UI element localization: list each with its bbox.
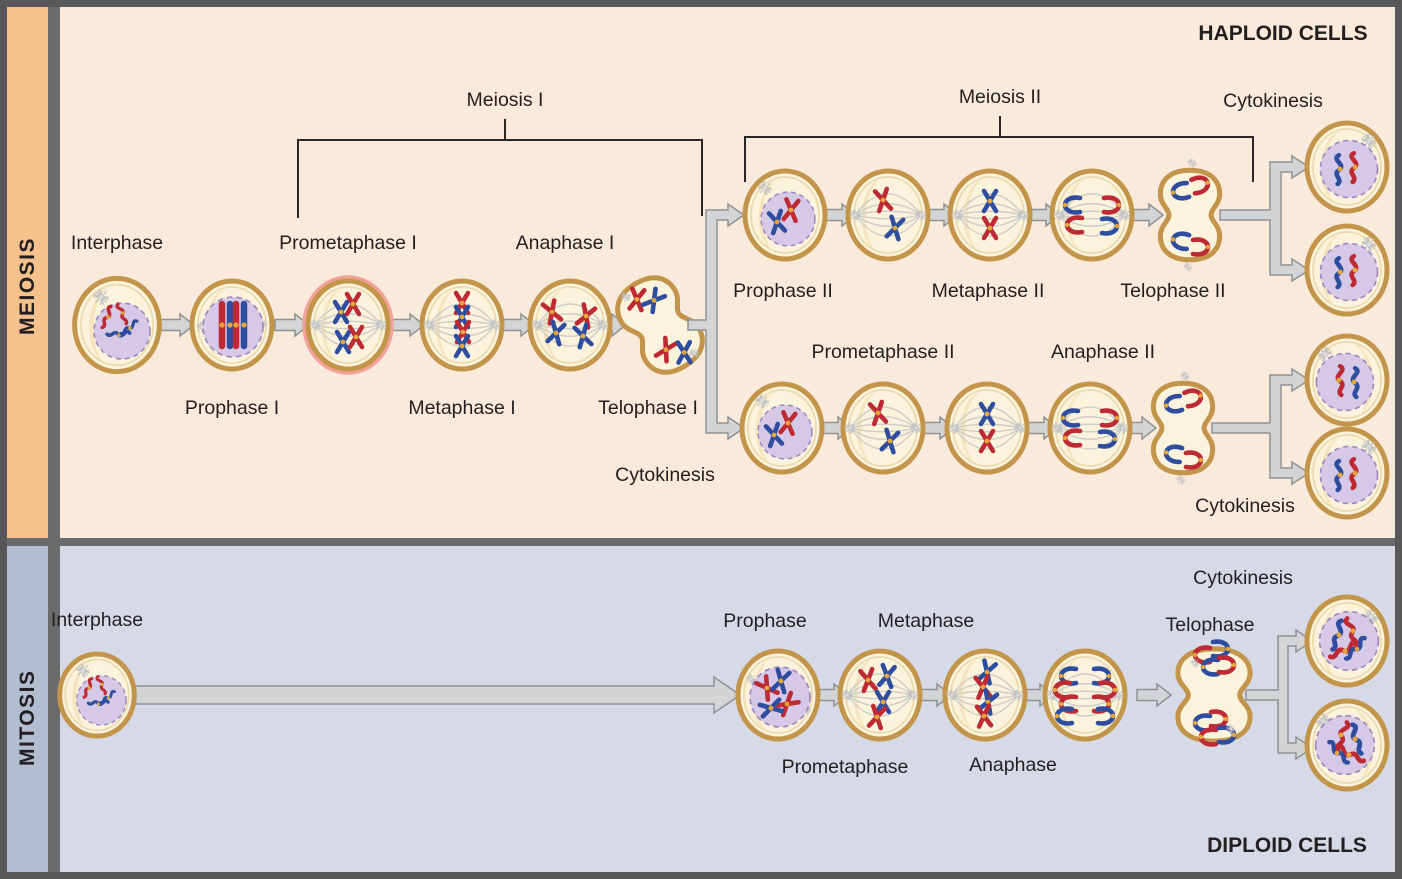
branch-connector [1245,628,1314,761]
haploid-cells-label: HAPLOID CELLS [1198,22,1367,45]
mitosis-sidebar [7,546,48,872]
meiosis-metaphase1-cell [422,281,502,369]
mitosis-anaphase-cell [1045,651,1125,739]
meiosis-interphase-label: Interphase [71,232,163,254]
meiosis-telophase2-label: Telophase II [1120,280,1225,302]
long-flow-arrow [129,675,742,715]
mitosis-telophase-label: Telophase [1166,614,1255,636]
meiosis-sidebar-label: MEIOSIS [16,237,39,335]
meiosis-metaphase1-label: Metaphase I [408,397,515,419]
mitosis-prometaphase-cell [840,651,920,739]
meiosis-metaphase2-lower-cell [947,384,1027,472]
mitosis-metaphase-label: Metaphase [878,610,974,632]
diploid-cell-1 [1307,597,1387,685]
haploid-cell-1 [1307,123,1387,211]
meiosis-prometaphase1-cell [304,277,392,373]
meiosis1-bracket [297,119,703,218]
meiosis-anaphase1-cell [530,281,610,369]
meiosis-prometaphase2-lower-cell [843,384,923,472]
haploid-cell-2 [1307,226,1387,314]
meiosis-anaphase1-label: Anaphase I [516,232,615,254]
meiosis-anaphase2-lower-cell [1050,384,1130,472]
meiosis-telophase2-lower-cell [1153,372,1212,485]
mitosis-prophase-cell [738,651,818,739]
meiosis-prometaphase1-label: Prometaphase I [279,232,417,254]
branch-connector [1219,154,1311,283]
meiosis-prophase2-lower-cell [742,384,822,472]
meiosis-anaphase2-label: Anaphase II [1051,341,1155,363]
mitosis-panel [7,546,1395,872]
meiosis-sidebar [7,7,48,538]
meiosis-metaphase2-label: Metaphase II [932,280,1045,302]
meiosis1-bracket-label: Meiosis I [467,89,544,111]
meiosis-prometaphase2-upper-cell [848,171,928,259]
meiosis-anaphase2-upper-cell [1052,171,1132,259]
meiosis-telophase2-upper-cell [1160,159,1219,272]
meiosis2-cytokinesis-upper-label: Cytokinesis [1223,90,1323,112]
mitosis-prophase-label: Prophase [723,610,806,632]
meiosis2-cytokinesis-lower-label: Cytokinesis [1195,495,1295,517]
panel-divider [7,538,1395,546]
meiosis2-bracket-label: Meiosis II [959,86,1041,108]
meiosis1-cytokinesis-label: Cytokinesis [615,464,715,486]
meiosis2-bracket [744,116,1254,182]
meiosis-metaphase2-upper-cell [950,171,1030,259]
haploid-cell-3 [1307,336,1387,424]
branch-connector [687,202,746,441]
mitosis-sidebar-label: MITOSIS [16,670,39,766]
mitosis-prometaphase-label: Prometaphase [782,756,909,778]
mitosis-cytokinesis-label: Cytokinesis [1193,567,1293,589]
meiosis-interphase-cell [75,278,160,371]
meiosis-prophase2-label: Prophase II [733,280,833,302]
haploid-cell-4 [1307,429,1387,517]
meiosis-prophase1-label: Prophase I [185,397,279,419]
meiosis-telophase1-label: Telophase I [598,397,698,419]
mitosis-interphase-cell [60,654,135,736]
mitosis-interphase-label: Interphase [51,609,143,631]
mitosis-anaphase-label: Anaphase [969,754,1057,776]
diploid-cell-2 [1307,701,1387,789]
mitosis-metaphase-cell [945,651,1025,739]
meiosis-prophase2-upper-cell [745,171,825,259]
meiosis-prometaphase2-label: Prometaphase II [811,341,954,363]
mitosis-telophase-cell [1178,642,1250,745]
meiosis-prophase1-cell [192,281,272,369]
sidebar-divider [48,7,60,872]
diploid-cells-label: DIPLOID CELLS [1207,834,1367,857]
branch-connector [1211,367,1311,486]
